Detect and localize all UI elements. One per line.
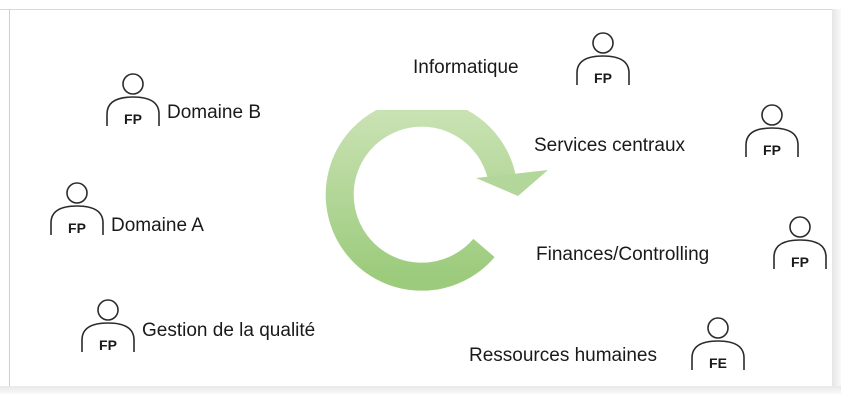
role-code: FP [763, 142, 781, 158]
person-outline-icon: FP [49, 181, 105, 237]
role-code: FP [791, 254, 809, 270]
role-code: FP [124, 111, 142, 127]
node-label: Finances/Controlling [536, 244, 710, 265]
node-label: Gestion de la qualité [142, 320, 316, 341]
role-code: FP [68, 220, 86, 236]
node-label: Domaine B [167, 102, 261, 123]
person-outline-icon: FP [80, 298, 136, 354]
node-label: Domaine A [111, 215, 204, 236]
node-label: Services centraux [534, 135, 686, 156]
bottom-shadow [0, 386, 841, 394]
person-outline-icon: FP [744, 103, 800, 159]
left-border [9, 9, 10, 394]
role-code: FP [594, 70, 612, 86]
person-outline-icon: FP [772, 215, 828, 271]
node-label: Ressources humaines [469, 345, 657, 366]
top-border [0, 9, 841, 10]
person-outline-icon: FP [105, 72, 161, 128]
node-label: Informatique [413, 57, 519, 78]
role-code: FP [99, 337, 117, 353]
person-outline-icon: FE [690, 316, 746, 372]
circular-arrow-icon [318, 98, 554, 314]
right-shadow [832, 9, 841, 394]
role-code: FE [709, 355, 727, 371]
person-outline-icon: FP [575, 31, 631, 87]
